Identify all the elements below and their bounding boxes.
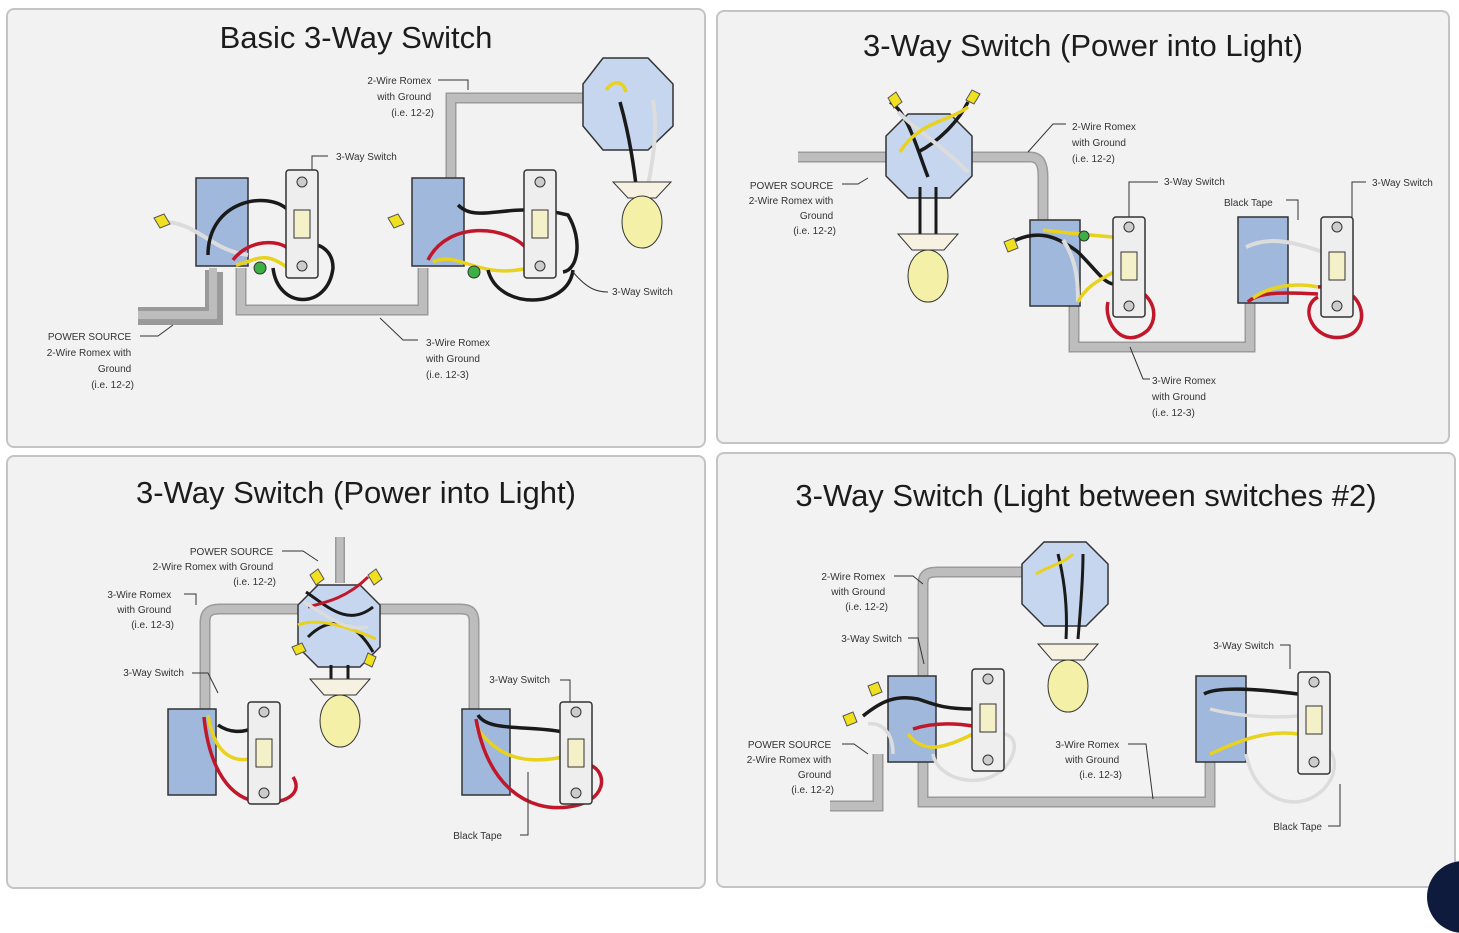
label-switch-2: 3-Way Switch [612,287,673,298]
panel-light-between-switches: 3-Way Switch (Light between switches #2) [716,452,1456,888]
label-switch-1: 3-Way Switch [336,152,397,163]
label-black-tape: Black Tape [1273,822,1322,833]
wiring-diagram-power-into-light-a: 2-Wire Romex with Ground (i.e. 12-2) POW… [749,89,1433,419]
bulb-icon [621,195,663,249]
switch-icon [285,169,319,279]
label-black-tape: Black Tape [1224,198,1273,209]
label-cable-mid: 3-Wire Romex with Ground (i.e. 12-3) [107,590,174,631]
label-switch-2: 3-Way Switch [1372,178,1433,189]
label-cable-top: 2-Wire Romex with Ground (i.e. 12-2) [367,76,434,119]
light-box-icon [582,57,674,151]
label-cable-top: 2-Wire Romex with Ground (i.e. 12-2) [1071,122,1139,165]
label-switch-1: 3-Way Switch [841,634,902,645]
bulb-icon [907,249,949,303]
light-fixture-icon [308,678,372,696]
switch-icon [523,169,557,279]
label-switch-2: 3-Way Switch [1213,641,1274,652]
label-cable-mid: 3-Wire Romex with Ground (i.e. 12-3) [1055,740,1122,781]
switch-icon [971,668,1005,772]
label-switch-1: 3-Way Switch [1164,177,1225,188]
panel-title: 3-Way Switch (Power into Light) [136,475,576,510]
bulb-icon [319,694,361,748]
panel-title: 3-Way Switch (Light between switches #2) [795,478,1377,513]
switch-icon [1297,671,1331,775]
switch-icon [1112,216,1146,318]
label-switch-2: 3-Way Switch [489,675,550,686]
label-power-source: POWER SOURCE 2-Wire Romex with Ground (i… [747,740,834,796]
label-power-source: POWER SOURCE 2-Wire Romex with Ground (i… [153,547,276,588]
label-cable-mid: 3-Wire Romex with Ground (i.e. 12-3) [1151,376,1219,419]
wiring-diagram-light-between-switches: 2-Wire Romex with Ground (i.e. 12-2) 3-W… [747,541,1341,833]
panel-basic-3way: Basic 3-Way Switch [6,8,706,448]
label-cable-top: 2-Wire Romex with Ground (i.e. 12-2) [821,572,888,613]
label-switch-1: 3-Way Switch [123,668,184,679]
light-fixture-icon [611,181,673,199]
panel-title: Basic 3-Way Switch [219,20,493,55]
switch-icon [1320,216,1354,318]
switch-icon [247,701,281,805]
label-cable-mid: 3-Wire Romex with Ground (i.e. 12-3) [425,338,493,381]
panel-power-into-light-b: 3-Way Switch (Power into Light) [6,455,706,889]
wiring-diagram-power-into-light-b: POWER SOURCE 2-Wire Romex with Ground (i… [107,537,604,842]
switch-icon [559,701,593,805]
junction-box-icon [887,675,937,763]
panel-power-into-light-a: 3-Way Switch (Power into Light) [716,10,1450,444]
junction-box-icon [1237,216,1289,304]
wiring-diagram-basic: 2-Wire Romex with Ground (i.e. 12-2) 3-W… [47,57,674,391]
panel-title: 3-Way Switch (Power into Light) [863,28,1303,63]
label-power-source: POWER SOURCE 2-Wire Romex with Ground (i… [749,181,836,237]
light-fixture-icon [1036,643,1100,661]
label-power-source: POWER SOURCE 2-Wire Romex with Ground (i… [47,332,134,391]
junction-box-icon [411,177,465,267]
light-fixture-icon [896,233,960,251]
label-black-tape: Black Tape [453,831,502,842]
bulb-icon [1047,659,1089,713]
